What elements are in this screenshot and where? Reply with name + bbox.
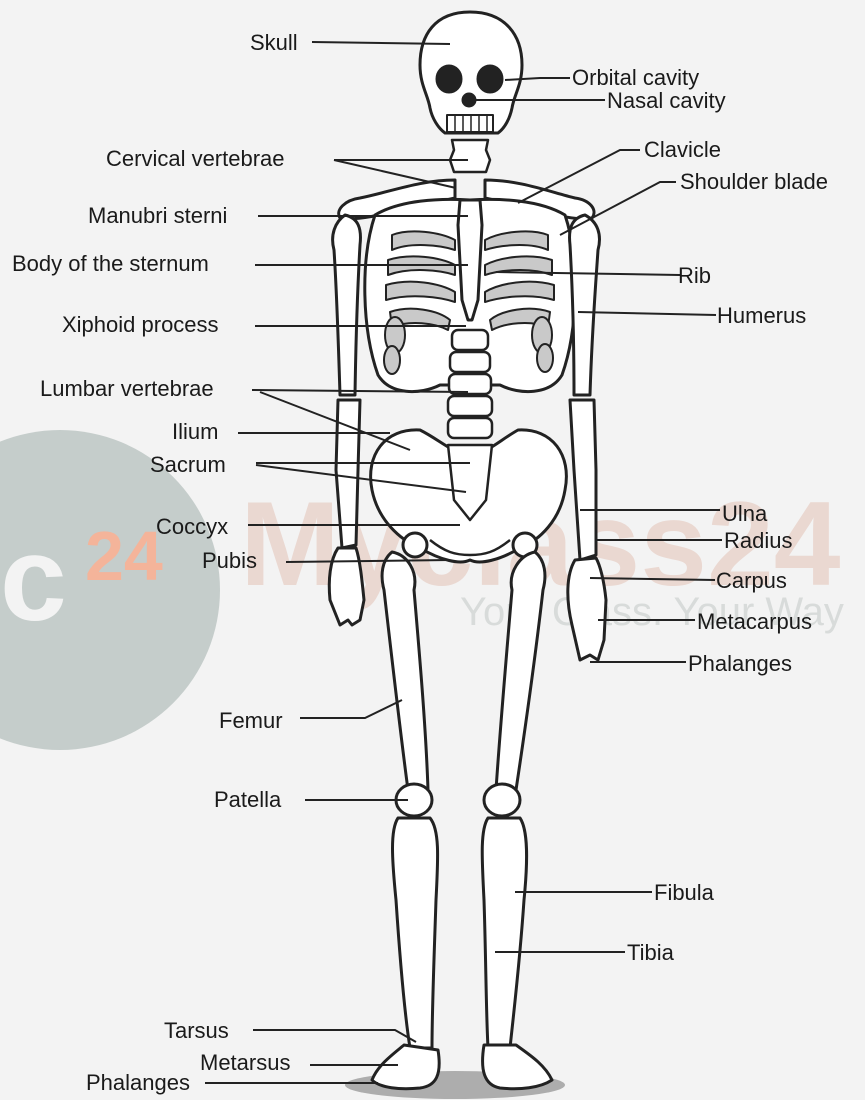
label-body-of-sternum: Body of the sternum bbox=[12, 253, 209, 275]
label-coccyx: Coccyx bbox=[156, 516, 228, 538]
label-manubri-sterni: Manubri sterni bbox=[88, 205, 227, 227]
label-cervical-vertebrae: Cervical vertebrae bbox=[106, 148, 285, 170]
label-nasal-cavity: Nasal cavity bbox=[607, 90, 726, 112]
label-patella: Patella bbox=[214, 789, 281, 811]
label-xiphoid-process: Xiphoid process bbox=[62, 314, 219, 336]
label-tarsus: Tarsus bbox=[164, 1020, 229, 1042]
lower-leg-right bbox=[482, 818, 526, 1048]
orbital-cavity-right bbox=[478, 66, 502, 92]
label-metarsus: Metarsus bbox=[200, 1052, 290, 1074]
label-lumbar-vertebrae: Lumbar vertebrae bbox=[40, 378, 214, 400]
label-metacarpus: Metacarpus bbox=[697, 611, 812, 633]
label-shoulder-blade: Shoulder blade bbox=[680, 171, 828, 193]
hand-left bbox=[329, 548, 364, 625]
label-phalanges-foot: Phalanges bbox=[86, 1072, 190, 1094]
label-fibula: Fibula bbox=[654, 882, 714, 904]
label-sacrum: Sacrum bbox=[150, 454, 226, 476]
cervical-vertebrae bbox=[450, 140, 490, 172]
label-ilium: Ilium bbox=[172, 421, 218, 443]
label-radius: Radius bbox=[724, 530, 792, 552]
label-femur: Femur bbox=[219, 710, 283, 732]
patella-right bbox=[484, 784, 520, 816]
label-orbital-cavity: Orbital cavity bbox=[572, 67, 699, 89]
label-humerus: Humerus bbox=[717, 305, 806, 327]
humerus-left bbox=[333, 215, 361, 395]
foot-right bbox=[483, 1045, 552, 1089]
label-rib: Rib bbox=[678, 265, 711, 287]
foot-left bbox=[372, 1045, 439, 1089]
watermark-badge-letter: c bbox=[0, 512, 67, 646]
label-ulna: Ulna bbox=[722, 503, 767, 525]
label-clavicle: Clavicle bbox=[644, 139, 721, 161]
label-carpus: Carpus bbox=[716, 570, 787, 592]
sternum bbox=[458, 200, 482, 320]
label-pubis: Pubis bbox=[202, 550, 257, 572]
label-tibia: Tibia bbox=[627, 942, 674, 964]
lower-leg-left bbox=[393, 818, 438, 1048]
orbital-cavity-left bbox=[437, 66, 461, 92]
lumbar-vertebrae bbox=[448, 330, 492, 438]
hand-right bbox=[568, 558, 606, 660]
humerus-right bbox=[570, 215, 600, 395]
watermark-badge-number: 24 bbox=[85, 517, 163, 595]
label-skull: Skull bbox=[250, 32, 298, 54]
teeth bbox=[447, 115, 493, 132]
hip-socket-left bbox=[403, 533, 427, 557]
label-phalanges-hand: Phalanges bbox=[688, 653, 792, 675]
